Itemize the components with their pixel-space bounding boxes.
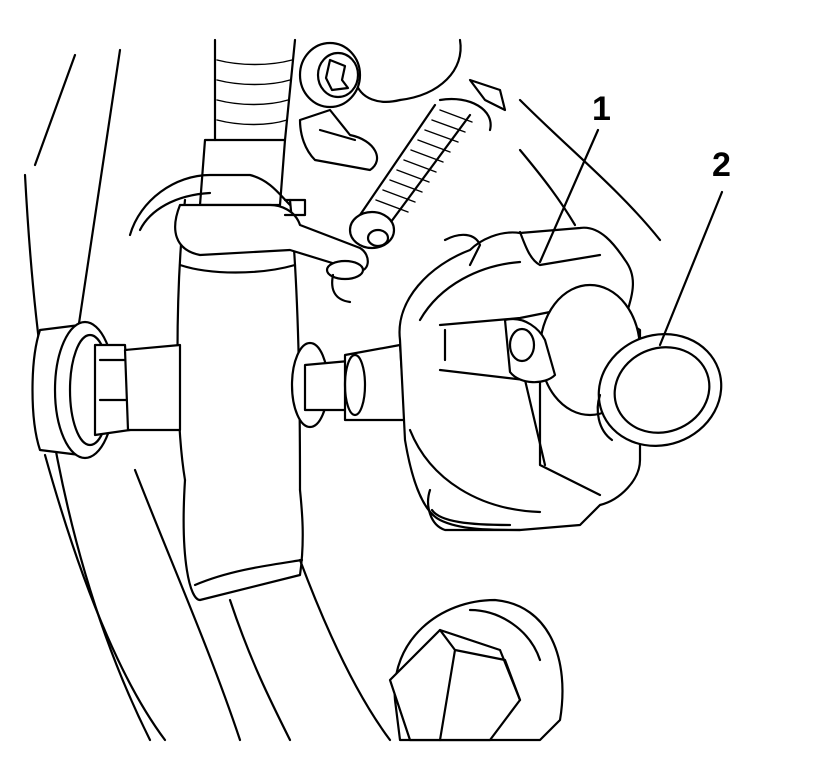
left-fitting — [31, 320, 182, 460]
seal-cap — [596, 333, 723, 447]
callout-1: 1 — [592, 90, 611, 128]
shaft-stub — [290, 341, 407, 429]
hose — [176, 38, 304, 602]
torx-screw — [298, 41, 379, 172]
leader-lines — [538, 128, 724, 347]
tension-spring — [348, 78, 507, 250]
leader-line-1 — [538, 128, 600, 264]
clamp-bracket — [128, 173, 369, 304]
hex-bolt — [388, 598, 564, 742]
leader-line-2 — [658, 190, 724, 347]
callout-2: 2 — [712, 146, 731, 184]
